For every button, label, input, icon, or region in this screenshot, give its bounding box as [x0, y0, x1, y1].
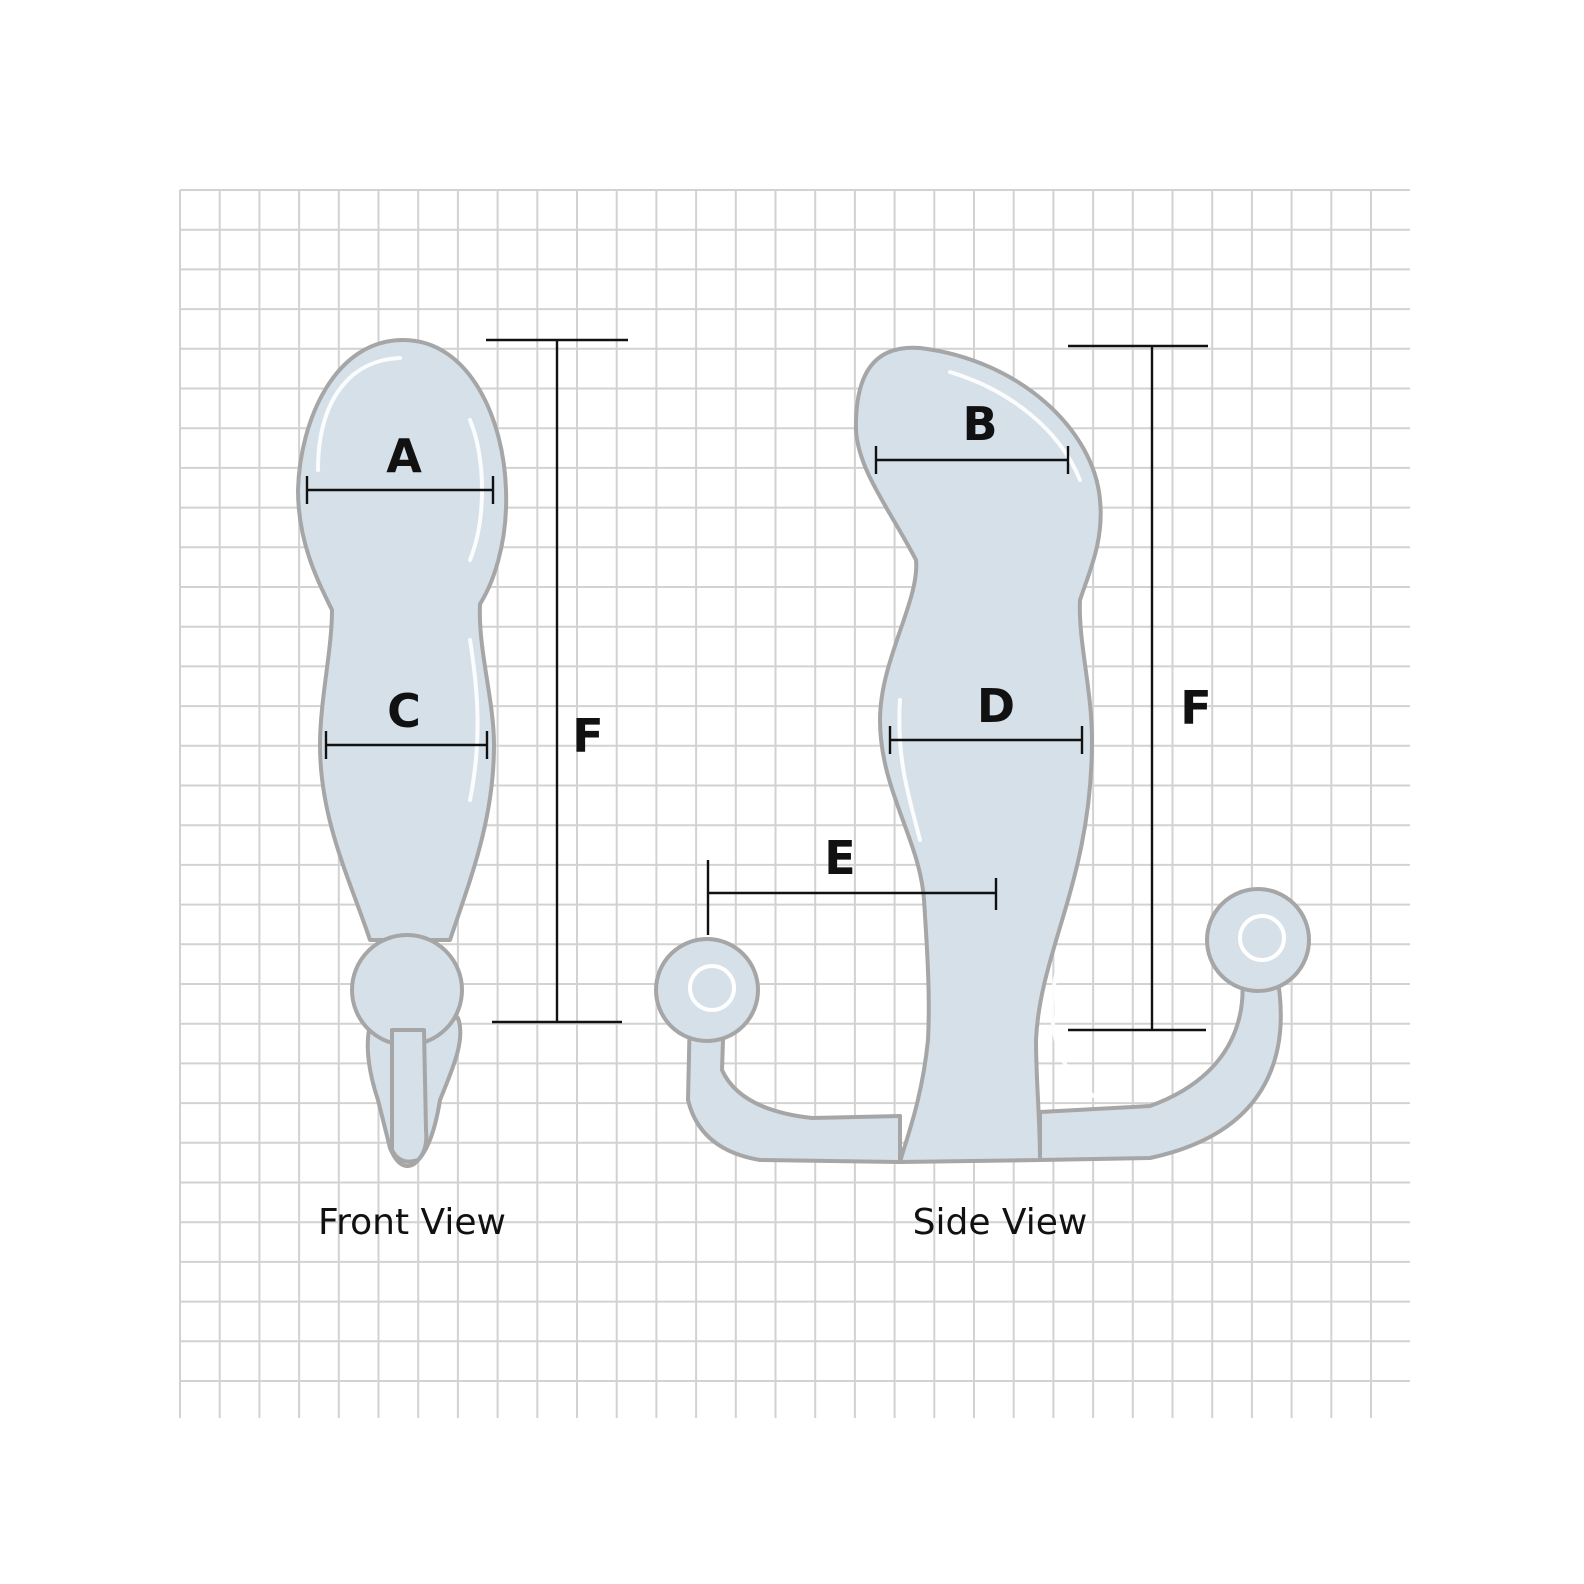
dimension-b-label: B [962, 397, 997, 451]
dimension-d-label: D [977, 679, 1015, 733]
side-view-right-ball [1205, 887, 1311, 993]
dimension-c-label: C [387, 684, 421, 738]
side-view-right-ball-inner [1238, 914, 1286, 962]
side-view-left-ball-inner [688, 964, 736, 1012]
side-view-highlight [948, 370, 1082, 482]
dimension-a-label: A [386, 429, 422, 483]
side-view-highlight [897, 698, 922, 842]
front-view-caption: Front View [318, 1202, 506, 1243]
side-view-left-arm [686, 1008, 902, 1164]
side-view-left-ball [654, 937, 760, 1043]
side-view: B D E F Side View [654, 344, 1311, 1243]
dimension-e-label: E [824, 831, 855, 885]
front-view-stem [390, 1028, 429, 1164]
side-view-right-arm [1038, 948, 1283, 1162]
dimension-f-side-label: F [1180, 681, 1211, 735]
dimension-f-front-label: F [572, 709, 603, 763]
side-view-highlight [1050, 958, 1102, 1102]
front-view-highlight [316, 356, 402, 472]
front-view-highlight [468, 638, 480, 802]
side-view-body [853, 345, 1103, 1164]
side-view-caption: Side View [913, 1202, 1088, 1243]
front-view: A C F Front View [296, 338, 628, 1243]
